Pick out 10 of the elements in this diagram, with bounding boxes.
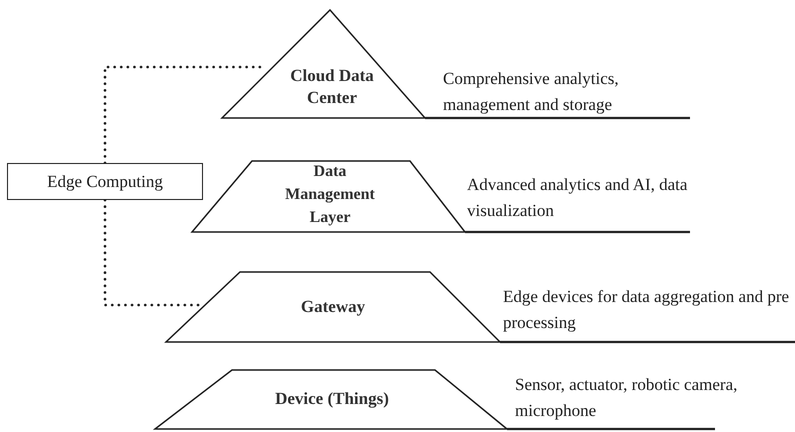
layer-label: Cloud Data Center — [289, 65, 375, 109]
layer-description: Advanced analytics and AI, data visualization — [467, 174, 688, 222]
layer-label: Device (Things) — [274, 388, 390, 410]
layer-description: Edge devices for data aggregation and pre processing — [503, 286, 790, 334]
layer-description: Sensor, actuator, robotic camera, microphone — [515, 374, 738, 422]
label-box: Edge Computing — [7, 163, 203, 200]
layer-description: Comprehensive analytics, management and storage — [443, 68, 620, 116]
dotted-connector — [104, 66, 264, 164]
layer-label: Data Management Layer — [284, 162, 376, 228]
layer-label: Gateway — [300, 296, 366, 318]
